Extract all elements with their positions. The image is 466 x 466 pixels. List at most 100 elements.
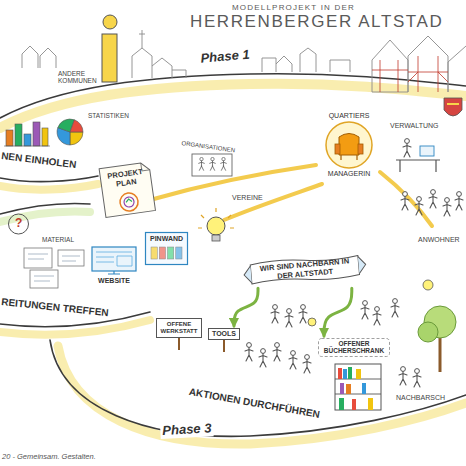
neighbour-figures bbox=[271, 305, 279, 323]
road-outline bbox=[50, 340, 466, 436]
sketch-label: VERWALTUNG bbox=[390, 122, 439, 130]
bookcase bbox=[339, 398, 344, 410]
sign-board bbox=[157, 319, 202, 338]
node-text: MANAGERIN bbox=[318, 170, 380, 178]
node-text: OFFENER BÜCHERSCHRANK bbox=[321, 340, 387, 355]
sketch-label: VEREINE bbox=[232, 194, 263, 202]
bar-chart bbox=[6, 130, 13, 146]
resident-figures bbox=[401, 190, 463, 216]
pie-chart bbox=[70, 120, 83, 132]
bookcase bbox=[335, 379, 381, 394]
tree bbox=[418, 322, 438, 342]
tools-sign: TOOLS bbox=[208, 328, 240, 340]
banner-tail bbox=[243, 256, 366, 284]
neighbour-figures bbox=[391, 299, 399, 317]
resident-figures bbox=[429, 190, 437, 208]
neighbour-figures bbox=[289, 351, 297, 369]
bookcase bbox=[362, 383, 366, 394]
flow-arrow bbox=[324, 288, 352, 336]
pinboard-frame bbox=[146, 233, 188, 265]
tag-outline bbox=[319, 339, 390, 357]
website-screen: WEBSITE bbox=[90, 246, 138, 286]
sketch-label: REITUNGEN TREFFEN bbox=[1, 296, 109, 319]
bar-chart bbox=[15, 124, 22, 146]
sketch-label: ANWOHNER bbox=[418, 236, 460, 244]
idea-bulb bbox=[423, 280, 433, 290]
info-icon bbox=[102, 15, 117, 82]
monitor bbox=[92, 247, 136, 271]
pinboard-note bbox=[176, 247, 182, 259]
armchair bbox=[335, 144, 340, 154]
flow-arrow bbox=[234, 288, 258, 326]
idea-bulb bbox=[212, 235, 220, 241]
road-outline bbox=[0, 176, 98, 182]
sketch-label: STATISTIKEN bbox=[88, 112, 129, 119]
road-outline bbox=[0, 203, 90, 214]
node-text: WEBSITE bbox=[92, 277, 136, 285]
bookcase-tag: OFFENER BÜCHERSCHRANK bbox=[318, 338, 390, 357]
neighbour-figures bbox=[299, 305, 307, 323]
timber-frame bbox=[372, 56, 448, 92]
color-wash bbox=[58, 346, 466, 444]
neighbour-figures bbox=[303, 355, 311, 373]
material-sheets bbox=[28, 254, 80, 281]
town-skyline bbox=[152, 58, 186, 78]
neighbour-figures bbox=[413, 369, 421, 387]
armchair bbox=[358, 144, 363, 154]
pinboard-note bbox=[159, 247, 165, 259]
organisation-card bbox=[221, 157, 227, 170]
neighbour-figures bbox=[285, 309, 293, 327]
idea-bulb bbox=[308, 318, 316, 326]
plan-doodle bbox=[126, 199, 132, 203]
color-wash bbox=[0, 320, 150, 335]
plan-doodle bbox=[119, 192, 139, 212]
sketch-label: 20 - Gemeinsam. Gestalten. bbox=[2, 453, 96, 462]
yellow-road bbox=[380, 172, 432, 226]
bar-chart bbox=[4, 146, 50, 147]
bookcase bbox=[340, 383, 344, 394]
office-desk bbox=[396, 139, 440, 172]
resident-figures bbox=[455, 192, 463, 210]
sketch-label: ANDERE KOMMUNEN bbox=[58, 70, 102, 85]
neighbour-figures bbox=[245, 343, 253, 361]
town-skyline bbox=[22, 46, 56, 68]
sketch-label: MODELLPROJEKT IN DER bbox=[232, 3, 355, 12]
bookcase bbox=[335, 364, 381, 410]
idea-bulb bbox=[207, 217, 225, 235]
monitor-stand bbox=[108, 271, 120, 274]
manager-circle-outline bbox=[326, 122, 372, 168]
pie-chart bbox=[57, 119, 83, 145]
bookcase bbox=[356, 369, 361, 379]
bookcase bbox=[368, 398, 373, 410]
town-skyline bbox=[262, 48, 350, 72]
sketch-label: MATERIAL bbox=[42, 236, 74, 243]
town-skyline bbox=[22, 30, 466, 92]
bookcase bbox=[346, 384, 351, 394]
bookcase bbox=[343, 369, 347, 379]
armchair bbox=[339, 134, 359, 156]
paper-sheet bbox=[99, 162, 155, 217]
node-text: OFFENE WERKSTATT bbox=[158, 321, 200, 335]
question-bubble bbox=[9, 214, 29, 234]
neighbour-figures bbox=[245, 299, 421, 387]
neighbour-figures bbox=[259, 349, 267, 367]
color-wash bbox=[0, 211, 90, 222]
sketch-label: ORGANISATIONEN bbox=[181, 140, 235, 154]
material-sheets bbox=[24, 248, 52, 268]
bookcase bbox=[335, 364, 381, 410]
sign-post bbox=[178, 338, 180, 350]
sketch-label: Phase 3 bbox=[160, 421, 214, 439]
node-text: PINWAND bbox=[150, 235, 183, 243]
workshop-sign: OFFENE WERKSTATT bbox=[156, 318, 202, 338]
office-desk bbox=[396, 160, 440, 172]
organisation-card bbox=[192, 154, 232, 176]
resident-figures bbox=[401, 192, 409, 210]
office-desk bbox=[403, 139, 411, 157]
banner-outline bbox=[250, 254, 360, 286]
bar-chart bbox=[42, 128, 48, 146]
neighbour-figures bbox=[361, 301, 369, 319]
pie-chart bbox=[70, 132, 83, 145]
bar-chart bbox=[24, 134, 31, 146]
